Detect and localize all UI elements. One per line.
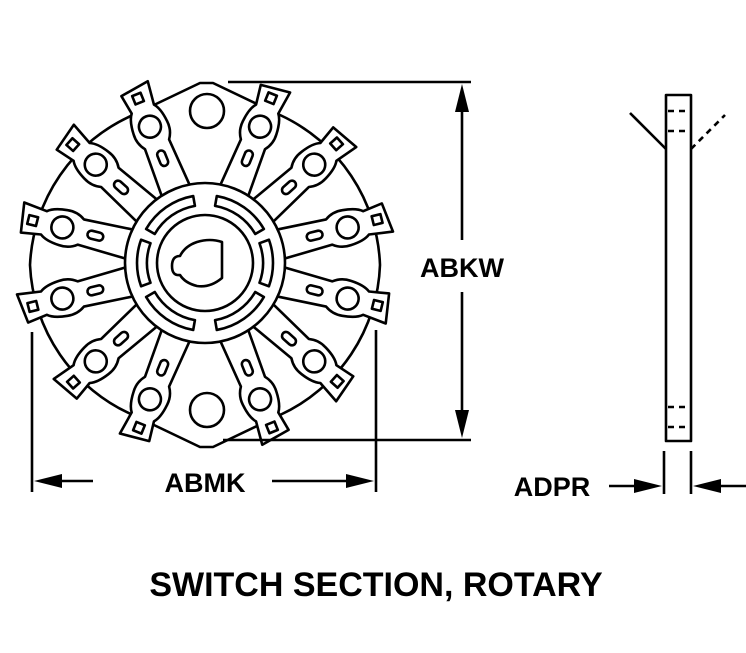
shaft-keyhole — [170, 238, 224, 288]
terminal-lug — [275, 202, 395, 260]
terminal-lug — [52, 302, 159, 400]
terminal-lug — [219, 328, 290, 447]
rotor-contact-segment — [135, 238, 152, 288]
hub-outer-ring — [123, 181, 287, 345]
terminal-lug — [275, 266, 391, 325]
rotor-contact-segment — [144, 290, 197, 332]
terminal-lug — [55, 123, 159, 224]
terminal-lug — [120, 79, 191, 198]
terminal-lug — [19, 201, 135, 260]
side-view — [629, 93, 726, 443]
width-dimension: ABMK — [30, 330, 378, 498]
dimension-label-abmk: ABMK — [165, 468, 246, 498]
rotor-contact-segment — [213, 290, 266, 332]
height-dimension: ABKW — [223, 80, 505, 442]
thickness-dimension: ADPR — [514, 451, 746, 502]
terminal-lug — [15, 266, 135, 324]
dimension-label-abkw: ABKW — [420, 253, 504, 283]
mounting-hole-bottom — [188, 391, 226, 429]
front-view — [15, 79, 395, 449]
dimension-label-adpr: ADPR — [514, 472, 591, 502]
rotor-segments — [135, 194, 275, 332]
side-wafer-body — [664, 93, 693, 443]
terminal-lead-hidden — [690, 114, 726, 150]
mounting-hole-top — [188, 92, 226, 130]
drawing-title: SWITCH SECTION, ROTARY — [149, 566, 603, 604]
terminal-lug — [219, 83, 292, 198]
terminals — [15, 79, 395, 447]
rotor-contact-segment — [144, 194, 197, 236]
terminal-lug — [251, 126, 358, 224]
rotor-contact-segment — [213, 194, 266, 236]
terminal-lead-solid — [629, 112, 667, 150]
rotor-contact-segment — [258, 238, 275, 288]
terminal-lug — [251, 302, 355, 403]
terminal-lug — [118, 328, 191, 443]
hub-inner-ring — [155, 213, 255, 313]
